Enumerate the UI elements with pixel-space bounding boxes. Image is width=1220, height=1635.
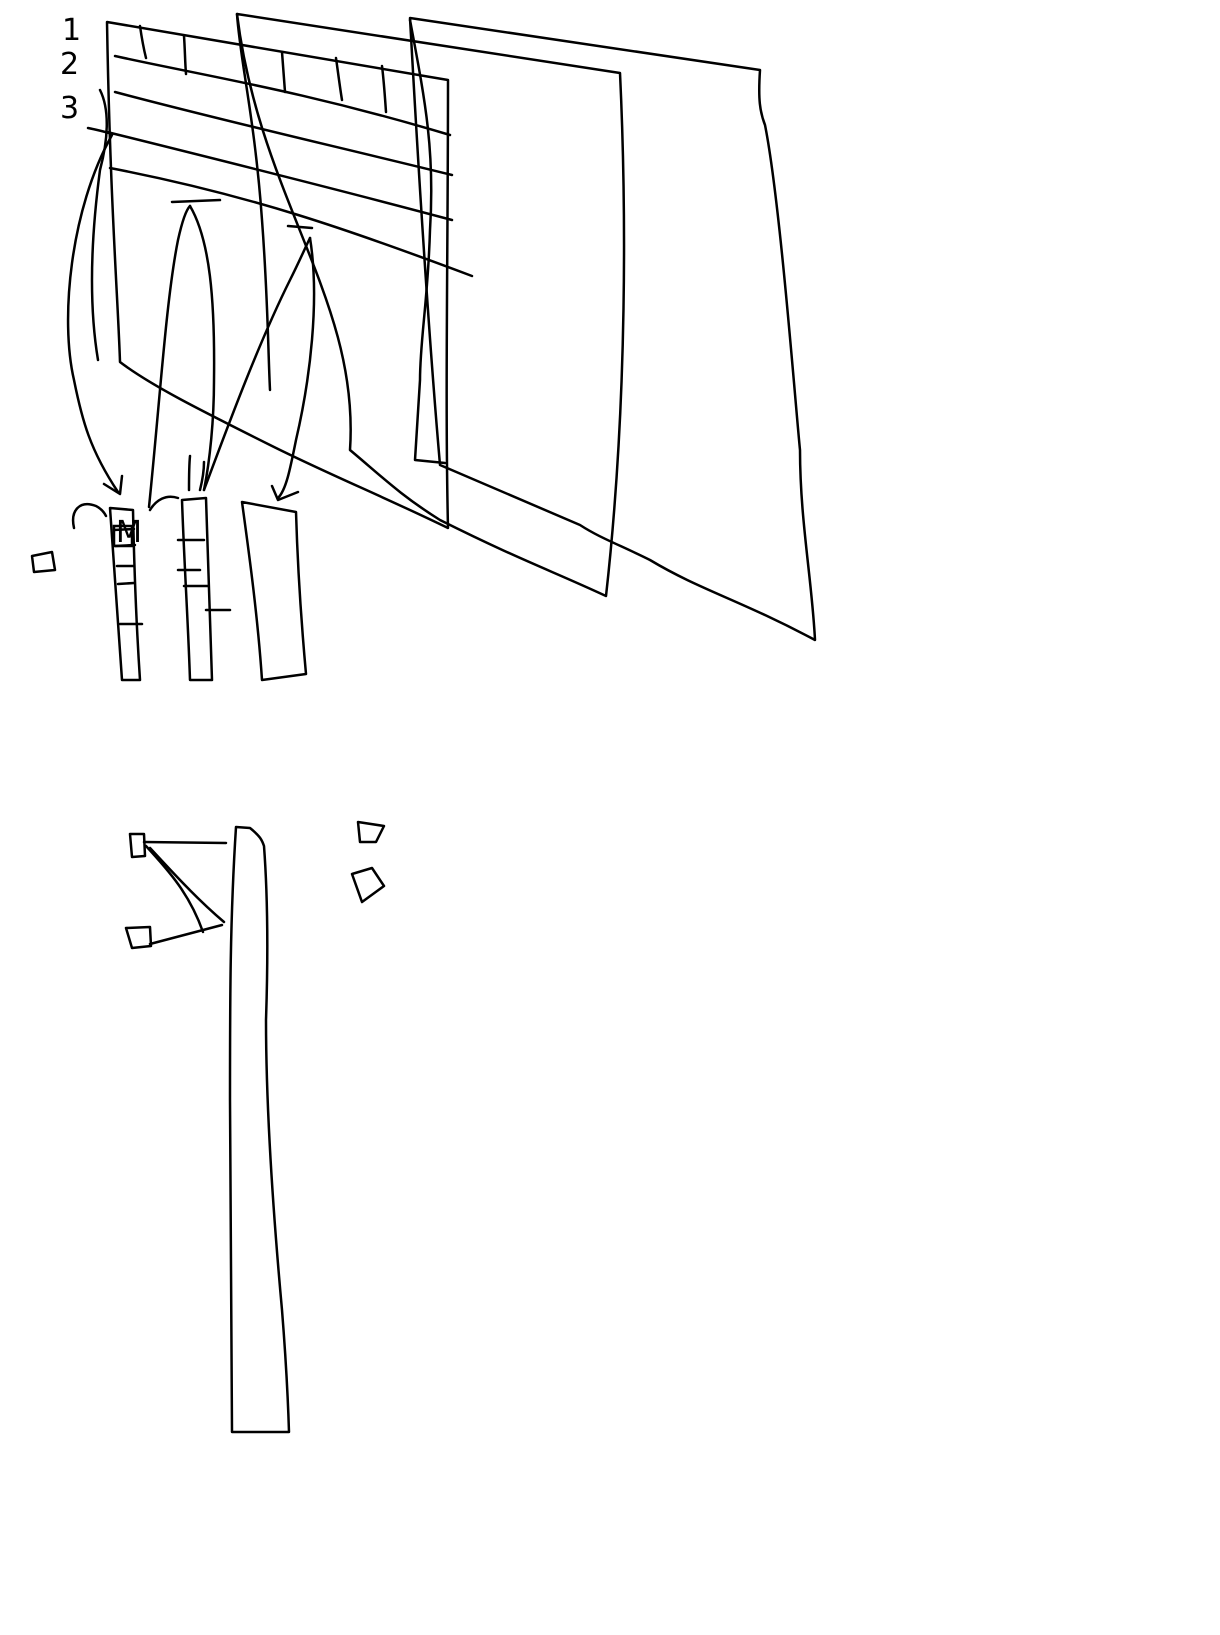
row-3-pointer-stroke xyxy=(88,128,112,134)
row-number-2: 2 xyxy=(60,47,79,82)
row-number-1: 1 xyxy=(62,13,81,48)
strip-2-curl xyxy=(150,497,178,510)
sheet-second xyxy=(410,20,445,463)
column-3-top-bar xyxy=(288,226,312,228)
column-2-top-bar xyxy=(172,200,220,202)
sheet-front xyxy=(107,22,448,528)
header-tick-5 xyxy=(382,66,386,112)
sheet-back xyxy=(410,18,815,640)
sheet-third xyxy=(237,14,624,596)
header-tick-1 xyxy=(140,26,146,58)
row-number-3: 3 xyxy=(60,91,79,126)
small-box-right-bottom xyxy=(352,868,384,902)
row-line-3 xyxy=(107,132,452,220)
arrow-strip-2-right-leg xyxy=(190,206,214,490)
strip-2 xyxy=(182,498,212,680)
small-item-top-left xyxy=(130,834,145,857)
strip-1-tick-d xyxy=(118,583,134,584)
small-box-left-of-strip-1 xyxy=(32,552,55,572)
arrow-strip-2-left-leg xyxy=(149,206,190,507)
pointer-line-top xyxy=(144,842,226,843)
tall-panel xyxy=(230,827,289,1432)
strip-2-top-tick-left xyxy=(189,456,190,490)
strip-2-top-tick-right xyxy=(200,462,204,490)
pointer-line-bottom xyxy=(150,925,222,944)
pointer-line-diagonal xyxy=(150,848,224,922)
row-line-4 xyxy=(110,168,472,276)
strip-1-cell-label: M xyxy=(116,515,142,550)
pointer-line-middle xyxy=(146,846,203,932)
small-item-bottom-left xyxy=(126,927,151,948)
strip-3 xyxy=(242,502,306,680)
header-tick-2 xyxy=(184,36,186,74)
header-tick-4 xyxy=(336,58,342,100)
small-box-right-top xyxy=(358,822,384,842)
row-line-2 xyxy=(115,92,452,175)
header-tick-3 xyxy=(282,52,285,92)
strip-1-side-curve xyxy=(73,504,106,528)
